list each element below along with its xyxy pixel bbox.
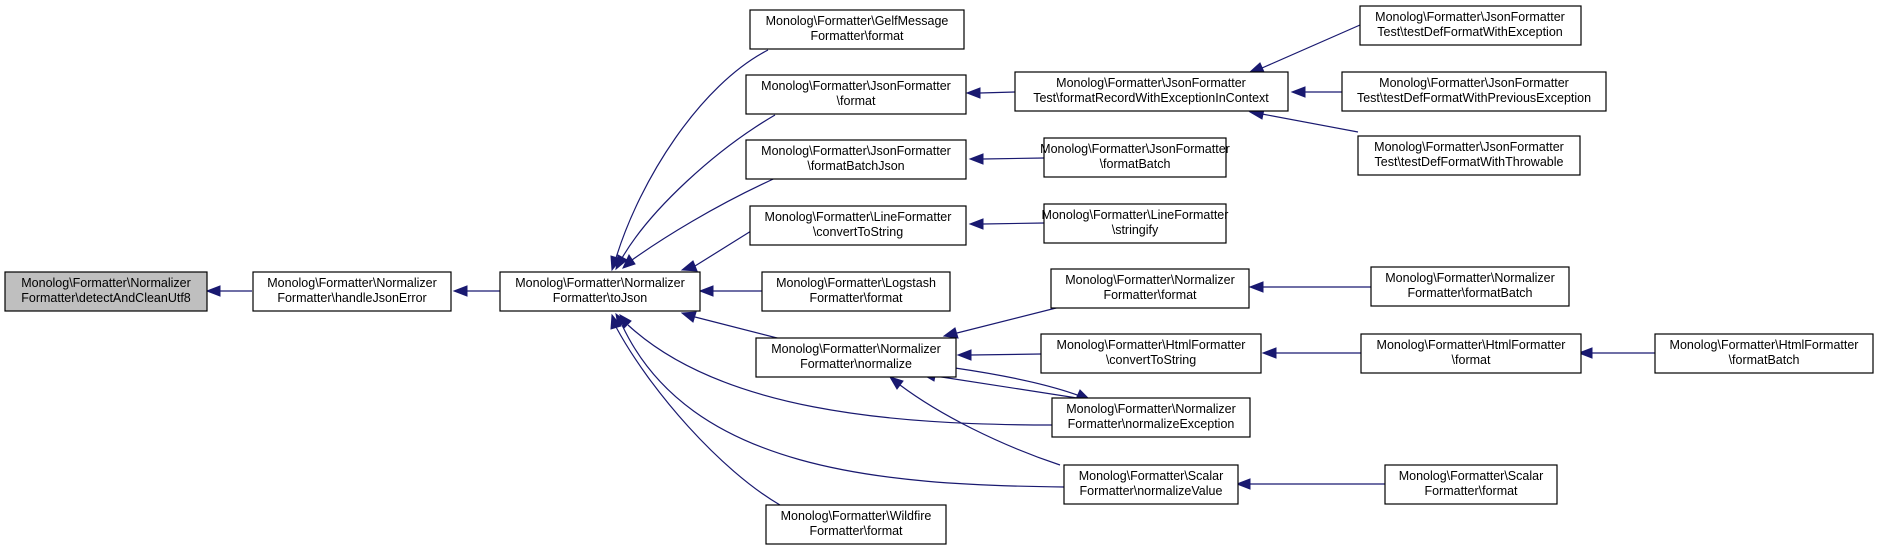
edge-withException-to-formatRecord bbox=[1248, 24, 1361, 73]
node-label-line2: \formatBatchJson bbox=[807, 159, 904, 173]
node-normalizer-formatBatch[interactable]: Monolog\Formatter\Normalizer Formatter\f… bbox=[1370, 266, 1570, 307]
node-label-line1: Monolog\Formatter\HtmlFormatter bbox=[1057, 338, 1246, 352]
edge-htmlconvert-to-normalize bbox=[956, 349, 1042, 361]
node-label-line1: Monolog\Formatter\HtmlFormatter bbox=[1670, 338, 1859, 352]
node-label-line2: Formatter\normalizeException bbox=[1068, 417, 1235, 431]
node-label-line2: \formatBatch bbox=[1100, 157, 1171, 171]
node-label-line2: Formatter\formatBatch bbox=[1407, 286, 1532, 300]
node-html-formatBatch[interactable]: Monolog\Formatter\HtmlFormatter \formatB… bbox=[1654, 333, 1874, 374]
node-normalize[interactable]: Monolog\Formatter\Normalizer Formatter\n… bbox=[755, 337, 957, 378]
node-label-line2: Formatter\toJson bbox=[553, 291, 648, 305]
node-jsontest-formatRecordWithExceptionInContext[interactable]: Monolog\Formatter\JsonFormatter Test\for… bbox=[1014, 71, 1289, 112]
node-line-stringify[interactable]: Monolog\Formatter\LineFormatter \stringi… bbox=[1042, 203, 1229, 244]
node-json-formatBatchJson[interactable]: Monolog\Formatter\JsonFormatter \formatB… bbox=[745, 139, 967, 180]
edge-jsonFormatBatch-to-formatBatchJson bbox=[968, 153, 1045, 165]
edge-jsontest-formatRecord-to-jsonformat bbox=[965, 87, 1016, 99]
node-detectAndCleanUtf8[interactable]: Monolog\Formatter\Normalizer Formatter\d… bbox=[4, 271, 208, 312]
node-label-line1: Monolog\Formatter\JsonFormatter bbox=[1040, 142, 1230, 156]
node-json-format[interactable]: Monolog\Formatter\JsonFormatter \format bbox=[745, 74, 967, 115]
edge-gelf-to-toJson bbox=[610, 49, 769, 272]
node-label-line1: Monolog\Formatter\JsonFormatter bbox=[1056, 76, 1246, 90]
node-label-line1: Monolog\Formatter\JsonFormatter bbox=[761, 79, 951, 93]
edge-htmlFormatBatch-to-htmlformat bbox=[1577, 347, 1655, 359]
node-html-format[interactable]: Monolog\Formatter\HtmlFormatter \format bbox=[1360, 333, 1582, 374]
node-label-line2: Test\testDefFormatWithPreviousException bbox=[1357, 91, 1591, 105]
node-toJson[interactable]: Monolog\Formatter\Normalizer Formatter\t… bbox=[499, 271, 701, 312]
node-label-line2: Test\formatRecordWithExceptionInContext bbox=[1033, 91, 1269, 105]
edge-stringify-to-lineconvert bbox=[968, 218, 1045, 230]
node-label-line1: Monolog\Formatter\Normalizer bbox=[515, 276, 685, 290]
node-label-line1: Monolog\Formatter\GelfMessage bbox=[766, 14, 949, 28]
node-label-line2: Formatter\normalizeValue bbox=[1080, 484, 1223, 498]
node-label-line2: \formatBatch bbox=[1729, 353, 1800, 367]
edge-toJson-to-handleJsonError bbox=[452, 285, 500, 297]
node-label-line1: Monolog\Formatter\Normalizer bbox=[1066, 402, 1236, 416]
node-label-line1: Monolog\Formatter\Normalizer bbox=[1385, 271, 1555, 285]
edge-scalarFormat-to-normalizeValue bbox=[1235, 478, 1385, 490]
node-handleJsonError[interactable]: Monolog\Formatter\Normalizer Formatter\h… bbox=[252, 271, 452, 312]
node-label-line1: Monolog\Formatter\JsonFormatter bbox=[1375, 10, 1565, 24]
node-label-line2: Formatter\format bbox=[1424, 484, 1518, 498]
node-label-line1: Monolog\Formatter\Normalizer bbox=[21, 276, 191, 290]
node-wildfire-format[interactable]: Monolog\Formatter\Wildfire Formatter\for… bbox=[765, 504, 947, 545]
node-label-line1: Monolog\Formatter\Normalizer bbox=[771, 342, 941, 356]
node-jsontest-testDefFormatWithPreviousException[interactable]: Monolog\Formatter\JsonFormatter Test\tes… bbox=[1341, 71, 1607, 112]
node-normalizeException[interactable]: Monolog\Formatter\Normalizer Formatter\n… bbox=[1051, 397, 1251, 438]
node-label-line1: Monolog\Formatter\LineFormatter bbox=[765, 210, 952, 224]
node-jsontest-testDefFormatWithThrowable[interactable]: Monolog\Formatter\JsonFormatter Test\tes… bbox=[1357, 135, 1581, 176]
node-label-line2: Formatter\format bbox=[810, 29, 904, 43]
node-label-line2: Formatter\format bbox=[1103, 288, 1197, 302]
node-label-line2: Formatter\handleJsonError bbox=[277, 291, 426, 305]
node-scalar-normalizeValue[interactable]: Monolog\Formatter\Scalar Formatter\norma… bbox=[1063, 464, 1239, 505]
node-label-line2: \convertToString bbox=[813, 225, 903, 239]
edge-normalize-to-toJson bbox=[680, 311, 786, 341]
node-label-line1: Monolog\Formatter\Normalizer bbox=[1065, 273, 1235, 287]
node-label-line1: Monolog\Formatter\JsonFormatter bbox=[1374, 140, 1564, 154]
node-label-line1: Monolog\Formatter\LineFormatter bbox=[1042, 208, 1229, 222]
node-label-line2: Test\testDefFormatWithThrowable bbox=[1375, 155, 1564, 169]
edge-htmlformat-to-htmlconvert bbox=[1261, 347, 1361, 359]
edge-handleJsonError-to-detectAndCleanUtf8 bbox=[205, 285, 252, 297]
node-label-line2: Formatter\normalize bbox=[800, 357, 912, 371]
node-label-line2: \format bbox=[837, 94, 876, 108]
node-label-line2: Formatter\format bbox=[809, 291, 903, 305]
edge-scalarNormalizeValue-to-normalize bbox=[888, 376, 1061, 466]
node-label-line1: Monolog\Formatter\Logstash bbox=[776, 276, 936, 290]
node-scalar-format[interactable]: Monolog\Formatter\Scalar Formatter\forma… bbox=[1384, 464, 1558, 505]
node-label-line2: Test\testDefFormatWithException bbox=[1377, 25, 1563, 39]
node-label-line1: Monolog\Formatter\Wildfire bbox=[781, 509, 932, 523]
node-jsontest-testDefFormatWithException[interactable]: Monolog\Formatter\JsonFormatter Test\tes… bbox=[1359, 5, 1582, 46]
node-label-line2: \convertToString bbox=[1106, 353, 1196, 367]
node-label-line2: Formatter\detectAndCleanUtf8 bbox=[21, 291, 191, 305]
edge-jsonformat-to-toJson bbox=[615, 114, 776, 271]
node-json-formatBatch[interactable]: Monolog\Formatter\JsonFormatter \formatB… bbox=[1040, 137, 1230, 178]
node-label-line2: \stringify bbox=[1112, 223, 1159, 237]
node-html-convertToString[interactable]: Monolog\Formatter\HtmlFormatter \convert… bbox=[1040, 333, 1262, 374]
node-normalizer-format[interactable]: Monolog\Formatter\Normalizer Formatter\f… bbox=[1050, 268, 1250, 309]
node-label-line1: Monolog\Formatter\Normalizer bbox=[267, 276, 437, 290]
edge-withPrevious-to-formatRecord bbox=[1290, 86, 1342, 98]
edge-logstash-to-toJson bbox=[698, 285, 762, 297]
node-gelf-format[interactable]: Monolog\Formatter\GelfMessage Formatter\… bbox=[749, 9, 965, 50]
node-label-line2: Formatter\format bbox=[809, 524, 903, 538]
node-logstash-format[interactable]: Monolog\Formatter\Logstash Formatter\for… bbox=[761, 271, 951, 312]
node-label-line2: \format bbox=[1452, 353, 1491, 367]
edge-normalizerFormat-to-normalize bbox=[942, 304, 1069, 339]
node-line-convertToString[interactable]: Monolog\Formatter\LineFormatter \convert… bbox=[749, 205, 967, 246]
edge-wildfire-to-toJson bbox=[610, 313, 781, 506]
edge-formatBatchJson-to-toJson bbox=[622, 175, 781, 269]
node-label-line1: Monolog\Formatter\JsonFormatter bbox=[1379, 76, 1569, 90]
node-label-line1: Monolog\Formatter\JsonFormatter bbox=[761, 144, 951, 158]
edge-withThrowable-to-formatRecord bbox=[1248, 108, 1359, 133]
node-label-line1: Monolog\Formatter\HtmlFormatter bbox=[1377, 338, 1566, 352]
node-label-line1: Monolog\Formatter\Scalar bbox=[1079, 469, 1224, 483]
node-label-line1: Monolog\Formatter\Scalar bbox=[1399, 469, 1544, 483]
edge-normalizerFormatBatch-to-normalizerFormat bbox=[1248, 281, 1371, 293]
